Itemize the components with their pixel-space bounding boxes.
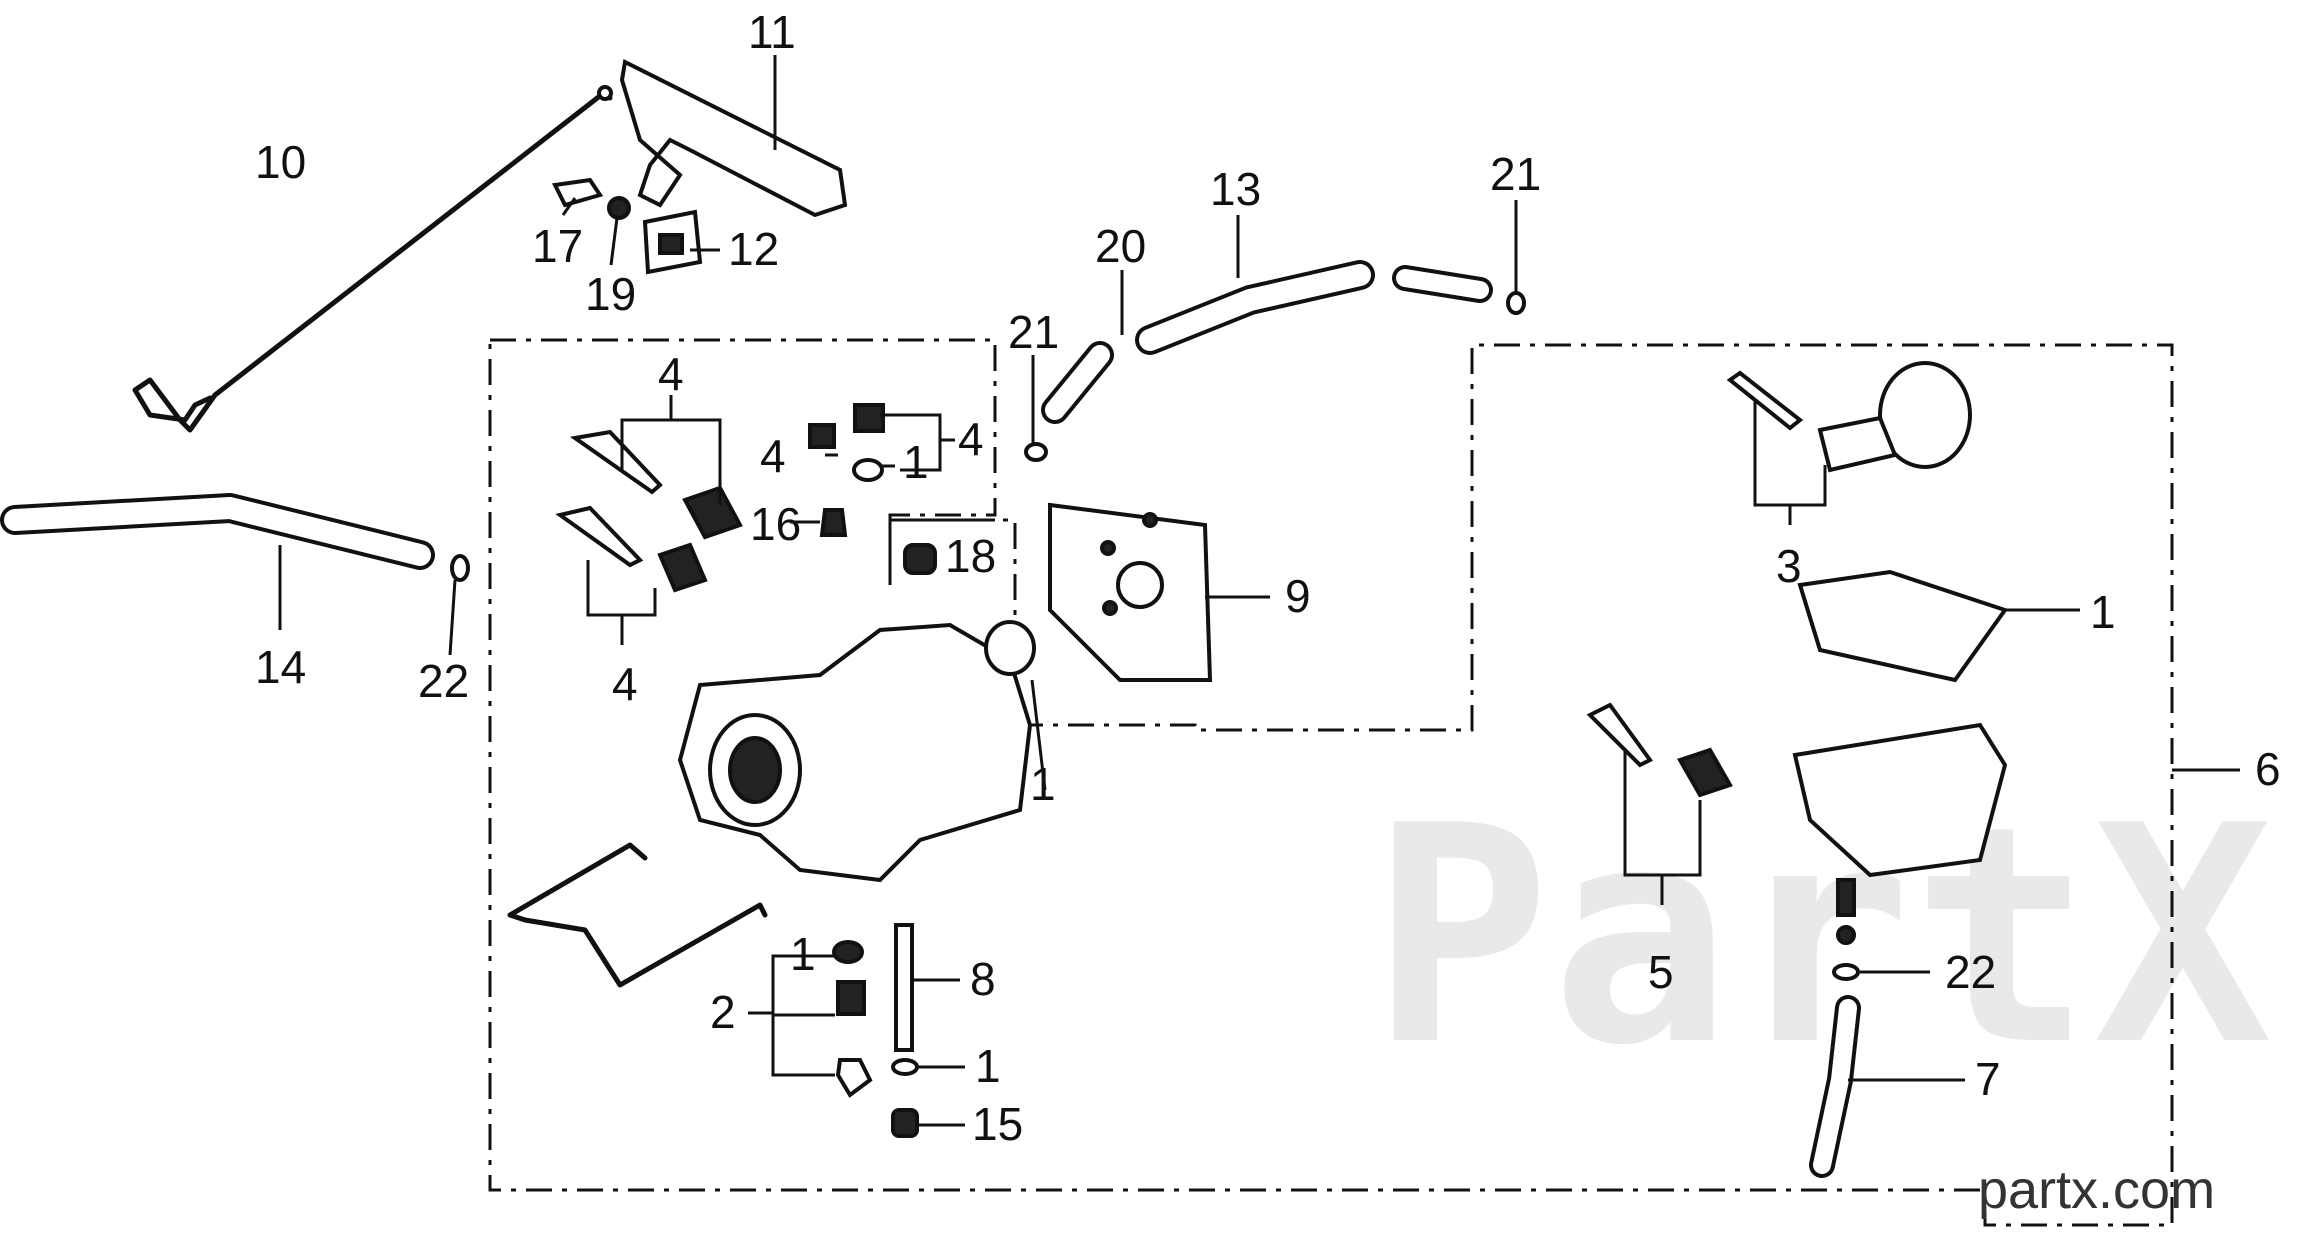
carburetor-bore: [728, 736, 782, 804]
float-bowl: [1792, 722, 2008, 878]
part-3-float-pin: [1726, 370, 1804, 431]
bracket-3: [1753, 400, 1827, 525]
part-4-slow-jet: [853, 403, 885, 433]
part-8-needle-jet: [894, 923, 914, 1052]
callout-21-left: 21: [1008, 306, 1059, 358]
part-18-cap: [903, 543, 937, 575]
callout-16: 16: [750, 498, 801, 550]
brand-url: partx.com: [1978, 1160, 2215, 1220]
callout-6: 6: [2255, 743, 2281, 795]
part-4-spring: [682, 485, 743, 540]
callout-19: 19: [585, 268, 636, 320]
callout-4-jet: 4: [760, 430, 786, 482]
part-16-nozzle: [819, 508, 848, 537]
part-1-oring-float: [832, 940, 864, 964]
callout-3: 3: [1776, 540, 1802, 592]
part-9-bolt-hole-a: [1100, 540, 1116, 556]
bracket-4-top: [620, 395, 722, 505]
callout-21-right: 21: [1490, 148, 1541, 200]
part-21-clip-right: [1506, 291, 1526, 315]
part-link-wire: [507, 842, 768, 988]
callout-9: 9: [1285, 570, 1311, 622]
callout-4-top: 4: [658, 348, 684, 400]
part-4-idle-screw: [555, 505, 644, 568]
part-9-bolt-hole-c: [1102, 600, 1118, 616]
callout-13: 13: [1210, 163, 1261, 215]
callout-1-needle: 1: [975, 1040, 1001, 1092]
part-14-fuel-line-inner: [4, 497, 431, 566]
part-3-float: [1878, 361, 1972, 469]
callout-2: 2: [710, 986, 736, 1038]
callout-17: 17: [532, 220, 583, 272]
bracket-4-bottom: [586, 560, 657, 645]
bracket-5: [1623, 750, 1702, 905]
part-1-jet-oring: [852, 458, 884, 482]
part-12-nut: [658, 233, 684, 255]
part-5-spring: [1677, 747, 1733, 798]
part-13-tube-inner: [1139, 264, 1371, 351]
callout-12: 12: [728, 223, 779, 275]
callout-22-left: 22: [418, 655, 469, 707]
callout-22-right: 22: [1945, 946, 1996, 998]
part-21-clip-left: [1024, 442, 1048, 462]
callout-8: 8: [970, 953, 996, 1005]
float-bowl-drain-screw: [1836, 925, 1856, 945]
part-4-idle-spring: [657, 542, 708, 593]
part-9-gasket-hole: [1116, 561, 1164, 609]
part-3-float-arm: [1817, 415, 1898, 473]
callout-1-float: 1: [790, 928, 816, 980]
part-11-bracket: [619, 58, 848, 218]
callout-18: 18: [945, 530, 996, 582]
leader-19: [609, 217, 619, 266]
part-2-valve-seat: [836, 980, 866, 1016]
carburetor-group-box: [488, 338, 2174, 1227]
part-1-oring-body: [984, 620, 1036, 676]
callout-15: 15: [972, 1098, 1023, 1150]
callout-4-right: 4: [958, 413, 984, 465]
part-1-float-bowl-gasket: [1797, 569, 2009, 683]
part-22-clip-right: [1832, 963, 1860, 981]
part-17-screw: [551, 177, 604, 208]
callout-1-gasket: 1: [2090, 586, 2116, 638]
part-2-float-needle: [835, 1058, 873, 1098]
callout-7: 7: [1975, 1053, 2001, 1105]
callout-5: 5: [1648, 946, 1674, 998]
callout-1-body: 1: [1030, 758, 1056, 810]
callout-11: 11: [748, 6, 796, 58]
part-4-main-jet: [808, 423, 836, 449]
part-13-tube-short-inner: [1396, 269, 1489, 299]
callout-4-bottom: 4: [612, 658, 638, 710]
part-19-washer: [607, 196, 631, 220]
part-10-rod-end: [597, 85, 613, 101]
float-bowl-drain: [1836, 878, 1856, 917]
callout-14: 14: [255, 641, 306, 693]
part-15-plug: [891, 1108, 919, 1138]
callout-1-jet: 1: [903, 436, 929, 488]
part-4-pilot-screw: [569, 429, 663, 495]
part-7-drain-tube-inner: [1813, 999, 1857, 1174]
part-1-needle-jet-oring: [891, 1058, 919, 1076]
part-20-hose-inner: [1045, 345, 1110, 420]
bracket-18: [888, 518, 995, 585]
callout-20: 20: [1095, 220, 1146, 272]
part-5-drain-screw: [1586, 702, 1654, 768]
leader-1-body: [1030, 679, 1047, 791]
bracket-4-jets: [880, 413, 955, 472]
leader-22-left: [448, 579, 457, 656]
part-22-clip-left: [450, 554, 470, 582]
part-9-bolt-hole-b: [1142, 512, 1158, 528]
callout-10: 10: [255, 136, 306, 188]
leader-17: [561, 197, 577, 216]
bracket-2: [771, 954, 835, 1077]
